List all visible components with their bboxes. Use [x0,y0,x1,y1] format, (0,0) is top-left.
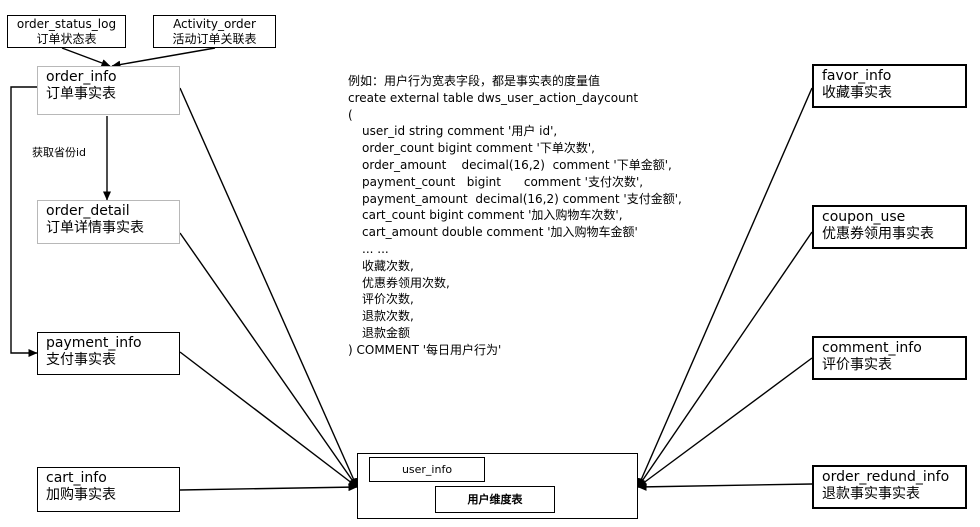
cart-info-box: cart_info 加购事实表 [37,467,180,512]
user-dimension-label: 用户维度表 [467,493,523,506]
line-coupon-use-to-target [637,231,813,488]
activity-order-desc: 活动订单关联表 [172,32,257,46]
activity-order-box: Activity_order 活动订单关联表 [153,15,276,48]
sql-line: order_count bigint comment '下单次数', [362,141,595,156]
line-order-info-to-target [179,87,358,488]
edge-label-province-id: 获取省份id [32,146,87,159]
comment-info-name: comment_info [822,340,922,356]
arrow-order-info-to-payment-info [10,86,38,357]
order-detail-name: order_detail [46,203,130,219]
order-info-desc: 订单事实表 [46,86,116,102]
sql-line: 评价次数, [362,292,414,307]
cart-info-name: cart_info [46,470,107,486]
comment-info-box: comment_info 评价事实表 [812,336,967,380]
activity-order-name: Activity_order [173,17,256,31]
sql-line: order_amount decimal(16,2) comment '下单金额… [362,157,672,172]
comment-info-desc: 评价事实表 [822,357,892,373]
user-info-label: user_info [401,463,453,476]
sql-line: ( [348,107,353,122]
sql-line: cart_count bigint comment '加入购物车次数', [362,208,623,223]
sql-line: 退款金额 [362,325,411,340]
order-redund-info-name: order_redund_info [822,469,950,485]
order-detail-desc: 订单详情事实表 [46,220,144,236]
payment-info-box: payment_info 支付事实表 [37,332,180,375]
order-detail-box: order_detail 订单详情事实表 [37,200,180,244]
sql-line: 收藏次数, [362,258,414,273]
order-status-log-name: order_status_log [16,17,117,31]
order-status-log-desc: 订单状态表 [36,32,97,46]
line-order-redund-info-to-target [637,482,813,491]
sql-line: payment_count bigint comment '支付次数', [362,174,644,189]
arrow-status-log-to-order-info [61,47,111,67]
sql-definition-text: 例如：用户行为宽表字段，都是事实表的度量值 create external tab… [348,73,682,359]
sql-line: ) COMMENT '每日用户行为' [348,342,502,357]
order-info-name: order_info [46,69,117,85]
payment-info-name: payment_info [46,335,142,351]
order-info-box: order_info 订单事实表 [37,66,180,115]
arrow-activity-order-to-order-info [111,47,216,69]
coupon-use-desc: 优惠券领用事实表 [822,226,934,242]
favor-info-desc: 收藏事实表 [822,85,892,101]
sql-line: 优惠券领用次数, [362,275,450,290]
order-redund-info-desc: 退款事实事实表 [822,486,920,502]
order-redund-info-box: order_redund_info 退款事实事实表 [812,465,967,509]
sql-line: payment_amount decimal(16,2) comment '支付… [362,191,682,206]
line-cart-info-to-target [179,483,358,492]
line-comment-info-to-target [637,357,813,488]
line-order-detail-to-target [179,232,358,488]
order-status-log-box: order_status_log 订单状态表 [7,15,126,48]
sql-line: cart_amount double comment '加入购物车金额' [362,225,638,240]
coupon-use-box: coupon_use 优惠券领用事实表 [812,205,967,249]
user-dimension-inner-box: 用户维度表 [435,486,555,513]
sql-line: 退款次数, [362,309,414,324]
user-info-inner-box: user_info [369,457,485,482]
coupon-use-name: coupon_use [822,209,906,225]
favor-info-box: favor_info 收藏事实表 [812,64,967,108]
sql-line: create external table dws_user_action_da… [348,90,639,105]
sql-line: user_id string comment '用户 id', [362,124,558,139]
payment-info-desc: 支付事实表 [46,352,116,368]
sql-line: 例如：用户行为宽表字段，都是事实表的度量值 [348,74,601,88]
line-favor-info-to-target [637,87,813,488]
user-dimension-box: user_info 用户维度表 [357,453,638,519]
sql-line: ... ... [362,241,389,256]
line-payment-info-to-target [179,351,358,488]
favor-info-name: favor_info [822,68,892,84]
cart-info-desc: 加购事实表 [46,487,116,503]
